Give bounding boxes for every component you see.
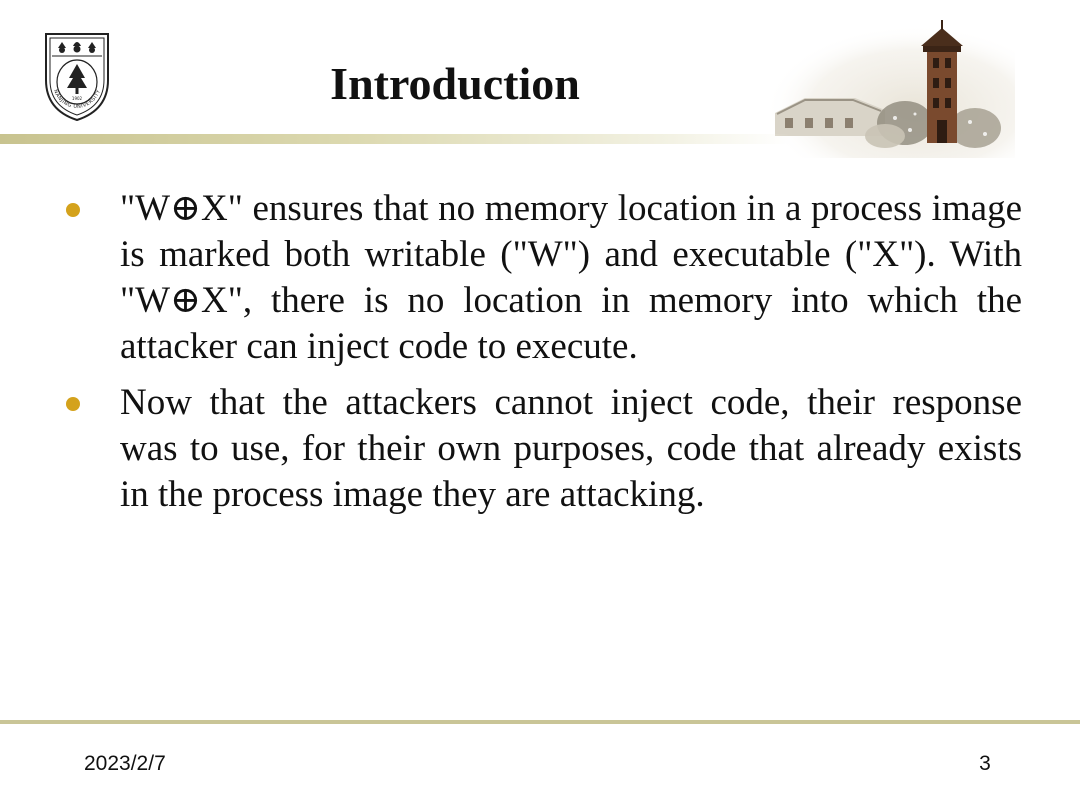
bullet-dot-icon — [66, 203, 80, 217]
bullet-item: "W⊕X" ensures that no memory location in… — [62, 186, 1022, 370]
slide-title: Introduction — [330, 58, 580, 109]
campus-tower-picture — [765, 18, 1015, 158]
seal-year: 1902 — [72, 96, 83, 101]
bullet-dot-icon — [66, 397, 80, 411]
bullet-list: "W⊕X" ensures that no memory location in… — [62, 186, 1022, 528]
bullet-text: "W⊕X" ensures that no memory location in… — [120, 188, 1022, 367]
footer-divider — [0, 720, 1080, 724]
bullet-text: Now that the attackers cannot inject cod… — [120, 382, 1022, 515]
footer-date: 2023/2/7 — [84, 752, 166, 775]
page-number: 3 — [979, 752, 991, 775]
header-divider — [0, 134, 790, 144]
university-seal-icon: 1902 NANJING UNIVERSITY — [40, 28, 114, 124]
bullet-item: Now that the attackers cannot inject cod… — [62, 380, 1022, 518]
